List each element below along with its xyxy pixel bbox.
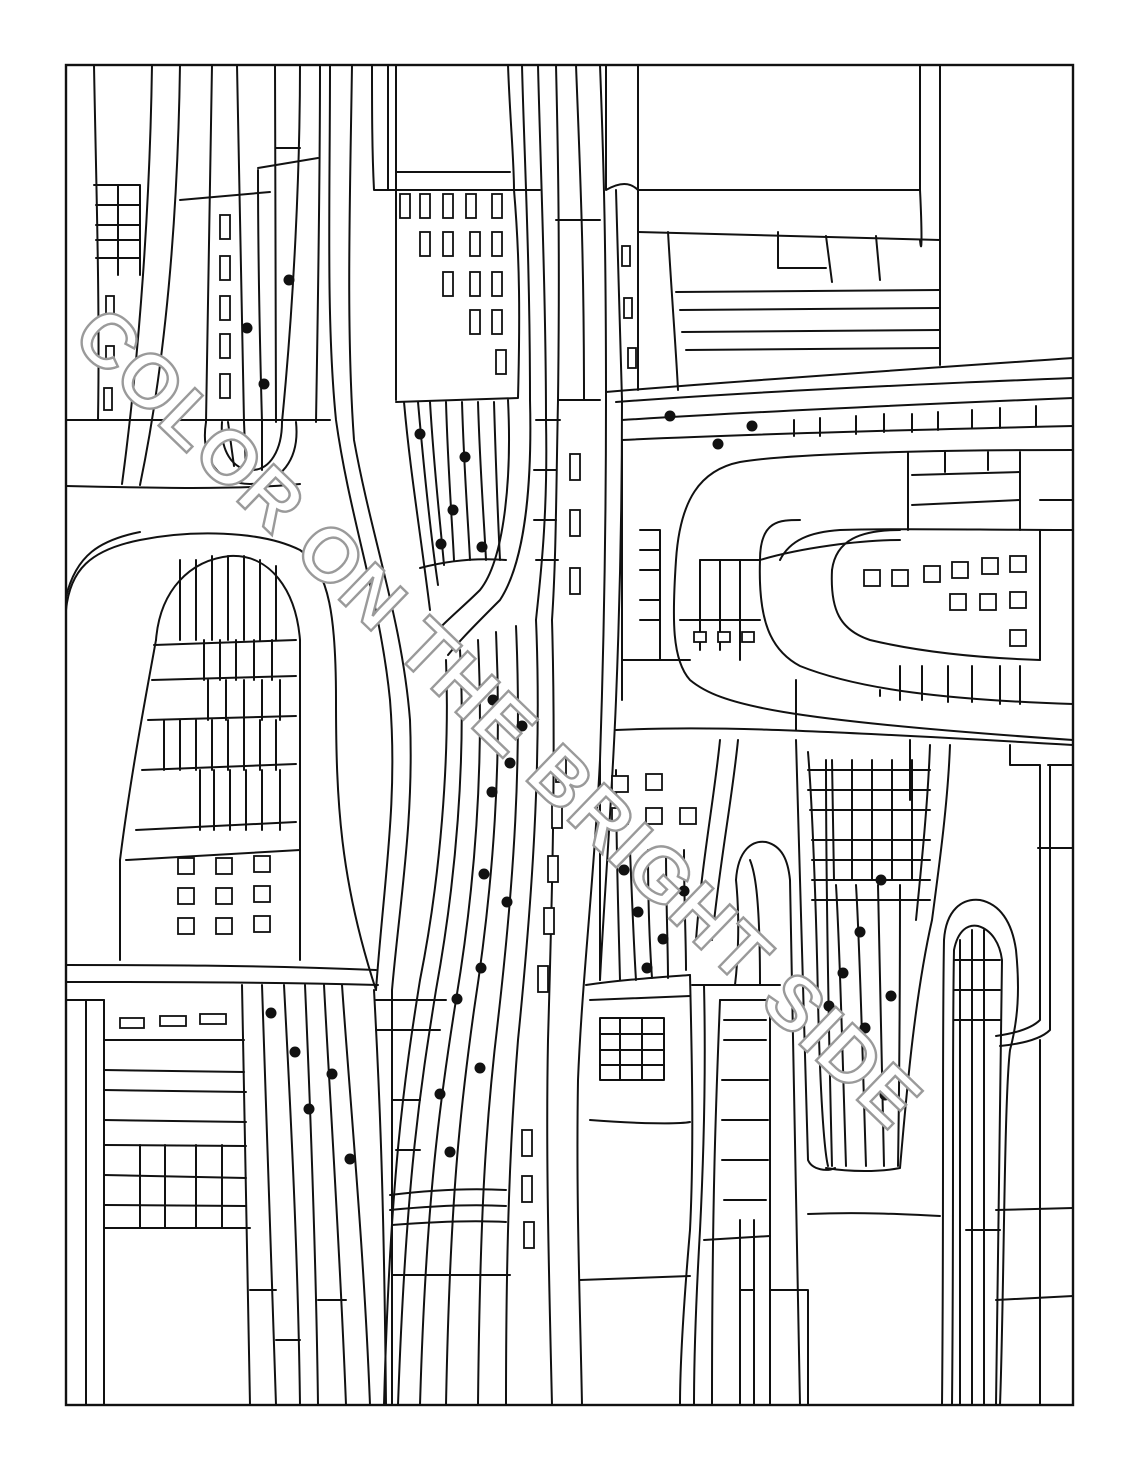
tree-dot [289, 1046, 301, 1058]
tree-dot [712, 438, 724, 450]
tree-dot [504, 757, 516, 769]
tree-dot [664, 410, 676, 422]
tree-dot [265, 1007, 277, 1019]
page-frame [64, 63, 1075, 1407]
tree-dot [486, 786, 498, 798]
tree-dot [854, 926, 866, 938]
building-windows [103, 193, 1027, 1249]
tree-dot [678, 885, 690, 897]
tree-dot [326, 1068, 338, 1080]
tree-dot [241, 322, 253, 334]
tree-dot [618, 864, 630, 876]
tree-dot [859, 1022, 871, 1034]
tree-dot [487, 694, 499, 706]
tree-dot [444, 1146, 456, 1158]
tree-dot [501, 896, 513, 908]
tree-dot [875, 874, 887, 886]
tree-dot [516, 720, 528, 732]
tree-dot [641, 962, 653, 974]
tree-dot [283, 274, 295, 286]
tree-dot [258, 378, 270, 390]
tree-dot [837, 967, 849, 979]
tree-dot [879, 1089, 891, 1101]
tree-dot [451, 993, 463, 1005]
tree-dot [344, 1153, 356, 1165]
tree-dots [241, 274, 897, 1165]
map-line-art [65, 64, 1074, 1406]
tree-dot [447, 504, 459, 516]
tree-dot [746, 420, 758, 432]
tree-dot [823, 1000, 835, 1012]
tree-dot [435, 538, 447, 550]
tree-dot [434, 1088, 446, 1100]
tree-dot [657, 933, 669, 945]
tree-dot [459, 451, 471, 463]
tree-dot [303, 1103, 315, 1115]
tree-dot [885, 990, 897, 1002]
tree-dot [478, 868, 490, 880]
tree-dot [475, 962, 487, 974]
tree-dot [474, 1062, 486, 1074]
tree-dot [632, 906, 644, 918]
tree-dot [414, 428, 426, 440]
tree-dot [476, 541, 488, 553]
